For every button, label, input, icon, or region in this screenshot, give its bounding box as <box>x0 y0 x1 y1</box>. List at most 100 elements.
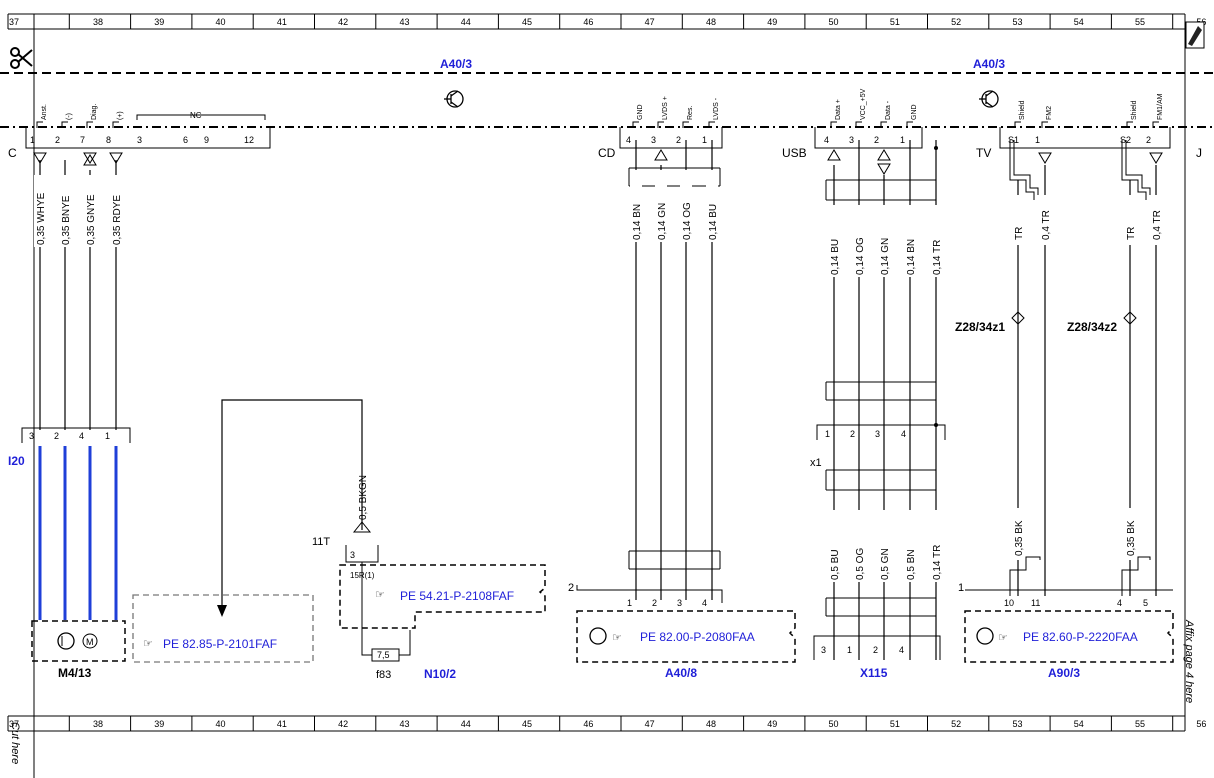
wire-label: 0,4 TR <box>1152 210 1163 240</box>
ruler-label-top: 37 <box>9 17 19 27</box>
pin-name: FM1/AM <box>1157 93 1164 120</box>
x1-pin: 3 <box>875 429 880 439</box>
pin-name: GND <box>637 104 644 120</box>
wire-label: 0,14 OG <box>855 237 866 275</box>
nc-label: NC <box>190 111 202 120</box>
ruler-label-bottom: 51 <box>890 719 900 729</box>
ruler-label-top: 40 <box>216 17 226 27</box>
pin-name: FM2 <box>1046 106 1053 120</box>
bottom-ruler <box>8 715 1185 732</box>
component-m4-13: M M4/13 <box>31 620 126 680</box>
wire-label: TR <box>1126 227 1137 240</box>
wire-label: 0,14 BU <box>830 239 841 275</box>
wire-label: 0,35 BNYE <box>61 195 72 245</box>
splice-label: Z28/34z1 <box>955 320 1005 334</box>
wire-label: 0,4 TR <box>1041 210 1052 240</box>
module-label-right: A40/3 <box>973 57 1005 71</box>
ruler-label-top: 42 <box>338 17 348 27</box>
ruler-label-bottom: 53 <box>1012 719 1022 729</box>
n10-2-label: N10/2 <box>424 667 456 681</box>
pin-name: GND <box>911 104 918 120</box>
wire-label: 0,14 BN <box>906 239 917 275</box>
ruler-label-bottom: 40 <box>216 719 226 729</box>
pin-name: LVDS - <box>713 97 720 120</box>
pin-name: LVDS + <box>662 96 669 120</box>
a90-3-conn: 1 <box>958 582 964 594</box>
connector-c-label: C <box>8 146 17 160</box>
a90-3-label: A90/3 <box>1048 666 1080 680</box>
i20-pin: 3 <box>29 431 34 441</box>
ruler-label-bottom: 37 <box>9 719 19 729</box>
ruler-label-bottom: 49 <box>767 719 777 729</box>
connector-j-label: J <box>1196 146 1202 160</box>
pin-name: Shield <box>1131 100 1138 120</box>
x1-label: x1 <box>810 457 822 469</box>
scissors-icon <box>10 47 33 69</box>
i20-pin: 1 <box>105 431 110 441</box>
pin-number: 7 <box>80 135 85 145</box>
ruler-label-bottom: 54 <box>1074 719 1084 729</box>
ruler-label-top: 55 <box>1135 17 1145 27</box>
connector-usb-label: USB <box>782 146 807 160</box>
wire-label: 0,14 BU <box>708 204 719 240</box>
x115-label: X115 <box>860 666 888 680</box>
x115-pin: 3 <box>821 645 826 655</box>
wire-label: 0,35 GNYE <box>86 194 97 245</box>
nc-pin: 6 <box>183 135 188 145</box>
component-n10-2: 11T 3 15R(1) ☞ PE 54.21-P-2108FAF 7,5 f8… <box>312 521 546 681</box>
wire-label: 0,5 BN <box>906 549 917 580</box>
transistor-icon <box>979 90 999 108</box>
pin-name: Shield <box>1019 100 1026 120</box>
connector-x1: x1 1 2 3 4 <box>810 424 946 469</box>
pin-name: (+) <box>117 111 124 120</box>
x1-pin: 1 <box>825 429 830 439</box>
nc-pin: 3 <box>137 135 142 145</box>
connector-cd-label: CD <box>598 146 616 160</box>
nc-pin: 12 <box>244 135 254 145</box>
wire-label: 0,14 GN <box>657 203 668 240</box>
ruler-label-bottom: 48 <box>706 719 716 729</box>
ref-link[interactable]: PE 82.60-P-2220FAA <box>1023 630 1138 644</box>
wire-bkgn-label: 0,5 BKGN <box>358 475 369 520</box>
pin-name: Res. <box>687 106 694 120</box>
ruler-label-bottom: 43 <box>399 719 409 729</box>
ruler-label-bottom: 55 <box>1135 719 1145 729</box>
fuse-value: 7,5 <box>377 650 390 660</box>
wire-label: 0,5 GN <box>880 548 891 580</box>
a40-8-pin: 3 <box>677 598 682 608</box>
top-ruler <box>8 13 1185 30</box>
ruler-label-top: 41 <box>277 17 287 27</box>
pin-number: 1 <box>30 135 35 145</box>
pin-number: 3 <box>651 135 656 145</box>
ruler-label-top: 50 <box>829 17 839 27</box>
cut-text: Cut here <box>9 722 21 764</box>
wire-label: 0,35 BK <box>1126 520 1137 556</box>
ref-box-m4-13[interactable]: ☞ PE 82.85-P-2101FAF <box>132 594 314 663</box>
ruler-label-bottom: 44 <box>461 719 471 729</box>
ruler-label-top: 46 <box>583 17 593 27</box>
component-x115: 3 1 2 4 X115 <box>813 635 941 680</box>
pin-name: Data - <box>885 100 892 120</box>
hand-pointer-icon: ☞ <box>375 589 385 601</box>
wire-label: 0,14 BN <box>632 204 643 240</box>
ref-link[interactable]: PE 82.00-P-2080FAA <box>640 630 755 644</box>
a40-8-pin: 2 <box>652 598 657 608</box>
ruler-label-top: 45 <box>522 17 532 27</box>
ref-link[interactable]: PE 54.21-P-2108FAF <box>400 589 514 603</box>
pin-number: 1 <box>1035 135 1040 145</box>
m4-13-label: M4/13 <box>58 666 92 680</box>
nc-pins: NC 3 6 9 12 <box>136 111 266 145</box>
hand-pointer-icon: ☞ <box>612 632 622 644</box>
ruler-label-bottom: 56 <box>1196 719 1206 729</box>
pin-number: 2 <box>874 135 879 145</box>
connector-tv-label: TV <box>976 146 991 160</box>
a40-8-pin: 1 <box>627 598 632 608</box>
module-label-left: A40/3 <box>440 57 472 71</box>
x1-pin: 2 <box>850 429 855 439</box>
ref-link[interactable]: PE 82.85-P-2101FAF <box>163 637 277 651</box>
ruler-label-top: 48 <box>706 17 716 27</box>
ruler-label-top: 51 <box>890 17 900 27</box>
ruler-label-top: 38 <box>93 17 103 27</box>
ruler-label-bottom: 47 <box>645 719 655 729</box>
